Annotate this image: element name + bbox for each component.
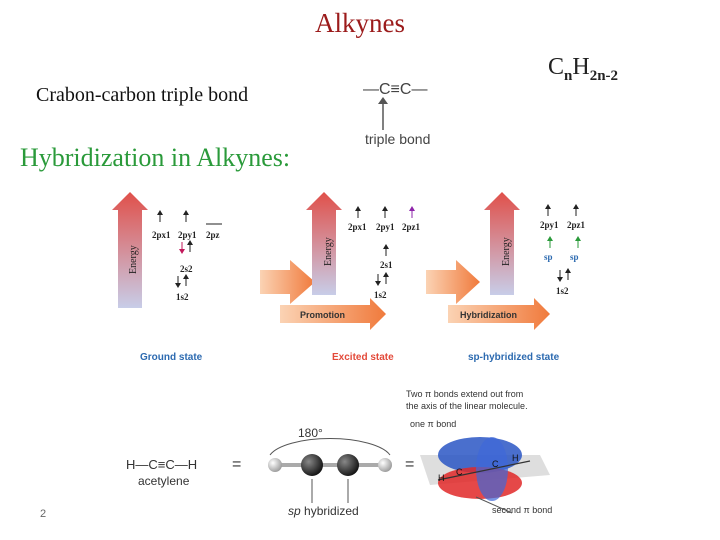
equals-sign: = bbox=[232, 456, 241, 473]
state-label: Ground state bbox=[140, 352, 203, 363]
promotion-arrow-big bbox=[260, 260, 315, 304]
energy-arrow bbox=[112, 192, 148, 308]
formula-n: n bbox=[564, 67, 573, 84]
orbital-label: 2s1 bbox=[380, 260, 393, 270]
subtitle: Crabon-carbon triple bond bbox=[36, 84, 249, 106]
orbital-label: 2pz bbox=[206, 230, 220, 240]
hydrogen-atom bbox=[268, 458, 282, 472]
orbital-label: 2px1 bbox=[348, 222, 367, 232]
state-label: sp-hybridized state bbox=[468, 352, 560, 363]
general-formula: CnH2n-2 bbox=[548, 54, 618, 85]
one-pi-bond-label: one π bond bbox=[410, 419, 456, 429]
energy-arrow bbox=[306, 192, 342, 295]
pointer-arrowhead bbox=[378, 97, 388, 104]
pointer-line bbox=[475, 496, 513, 514]
hybridization-label: Hybridization bbox=[460, 310, 517, 320]
atom-label: C bbox=[456, 467, 463, 477]
sp-hybridized-panel: Energy 2py1 2pz1 sp sp 1s2 sp-hybridized… bbox=[468, 192, 586, 363]
bond-angle: 180° bbox=[298, 426, 323, 440]
promotion-arrow bbox=[280, 298, 386, 330]
triple-bond-figure: —C≡C— triple bond bbox=[363, 81, 430, 147]
excited-state-panel: Energy 2px1 2py1 2pz1 2s1 1s2 Excited st… bbox=[306, 192, 421, 363]
formula-H: H bbox=[572, 54, 590, 80]
energy-axis-label: Energy bbox=[323, 237, 334, 266]
equals-sign: = bbox=[405, 456, 414, 473]
orbital-label: 2py1 bbox=[540, 220, 559, 230]
carbon-atom bbox=[337, 454, 359, 476]
orbital-label: 2s2 bbox=[180, 264, 193, 274]
orbital-label: 2pz1 bbox=[402, 222, 421, 232]
energy-arrow bbox=[484, 192, 520, 295]
section-heading: Hybridization in Alkynes: bbox=[20, 143, 291, 172]
hydrogen-atom bbox=[378, 458, 392, 472]
carbon-atom bbox=[301, 454, 323, 476]
orbital-label: sp bbox=[570, 252, 579, 262]
triple-bond-label: triple bond bbox=[365, 131, 430, 147]
energy-axis-label: Energy bbox=[128, 245, 139, 274]
hybridization-arrow bbox=[448, 298, 550, 330]
angle-arc bbox=[269, 438, 391, 456]
orbital-label: 2py1 bbox=[178, 230, 197, 240]
orbital-label: 2px1 bbox=[152, 230, 171, 240]
pi-note-line1: Two π bonds extend out from bbox=[406, 389, 523, 399]
orbital-label: 1s2 bbox=[374, 290, 387, 300]
ground-state-panel: Energy 2px1 2py1 2pz 2s2 1s2 Ground stat… bbox=[112, 192, 222, 363]
orbital-label: 1s2 bbox=[556, 286, 569, 296]
orbital-label: 2py1 bbox=[376, 222, 395, 232]
energy-axis-label: Energy bbox=[501, 237, 512, 266]
sp-hybridized-label: sp hybridized bbox=[288, 504, 359, 518]
acetylene-diagram: H—C≡C—H acetylene = 180° sp hybridized =… bbox=[126, 389, 552, 518]
atom-label: H bbox=[512, 453, 519, 463]
pi-note-line2: the axis of the linear molecule. bbox=[406, 401, 528, 411]
promotion-label: Promotion bbox=[300, 310, 345, 320]
atom-label: C bbox=[492, 459, 499, 469]
second-pi-bond-label: second π bond bbox=[492, 505, 552, 515]
hybridization-energy-diagram: Energy 2px1 2py1 2pz 2s2 1s2 Ground stat… bbox=[112, 192, 586, 363]
molecular-axis bbox=[437, 460, 531, 481]
page-number: 2 bbox=[40, 508, 47, 520]
triple-bond-formula: —C≡C— bbox=[363, 81, 427, 98]
hybridization-arrow-big bbox=[426, 260, 480, 304]
orbital-label: 2pz1 bbox=[567, 220, 586, 230]
acetylene-formula: H—C≡C—H bbox=[126, 457, 197, 472]
atom-label: H bbox=[438, 473, 445, 483]
state-label: Excited state bbox=[332, 352, 394, 363]
formula-C: C bbox=[548, 54, 565, 80]
orbital-label: 1s2 bbox=[176, 292, 189, 302]
acetylene-name: acetylene bbox=[138, 474, 190, 488]
slide-title: Alkynes bbox=[315, 8, 405, 38]
formula-subscript: 2n-2 bbox=[589, 67, 619, 84]
orbital-label: sp bbox=[544, 252, 553, 262]
